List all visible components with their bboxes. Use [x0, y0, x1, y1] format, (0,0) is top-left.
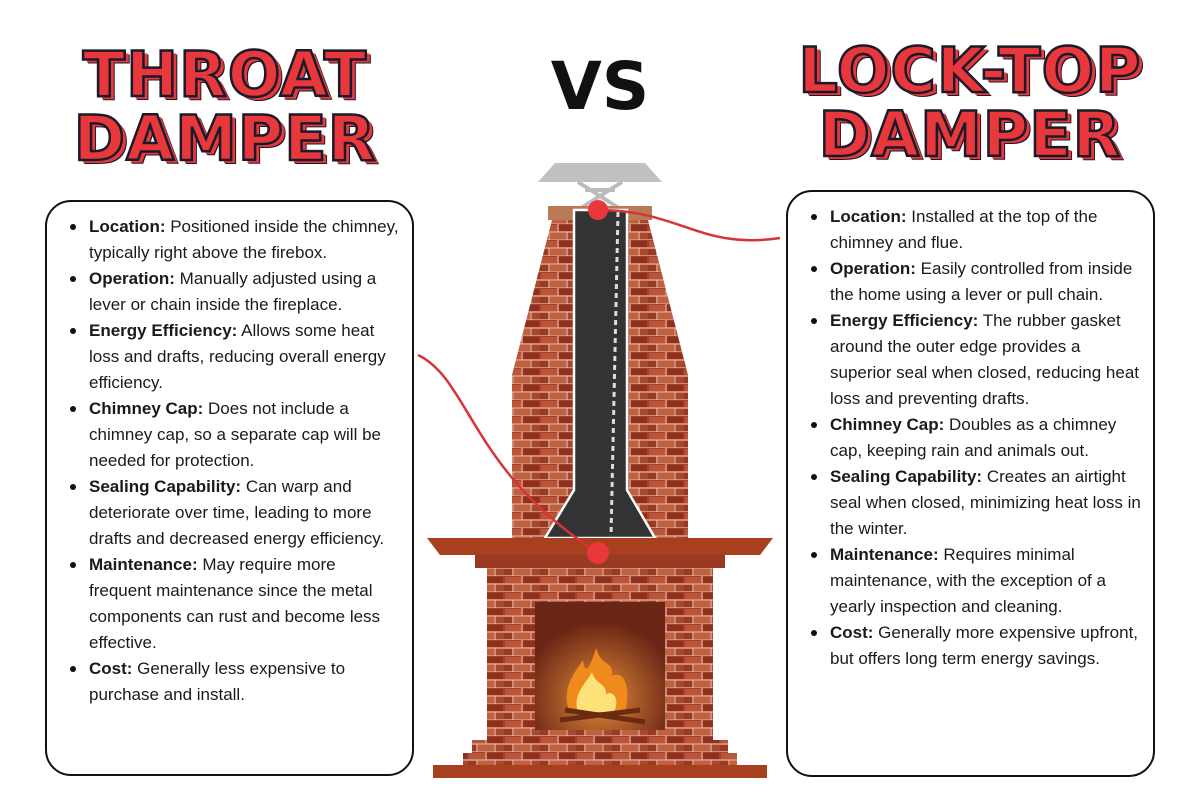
title-line: DAMPER	[72, 102, 377, 175]
pointer-line-lock-top	[597, 208, 781, 242]
list-item: Energy Efficiency: Allows some heat loss…	[67, 318, 402, 396]
lock-top-damper-details: Location: Installed at the top of the ch…	[786, 190, 1155, 777]
item-label: Sealing Capability:	[89, 477, 242, 496]
item-text: Easily controlled from inside the home u…	[830, 259, 1133, 304]
item-text: Generally more expensive upfront, but of…	[830, 623, 1139, 668]
item-label: Maintenance:	[89, 555, 198, 574]
item-text: Requires minimal maintenance, with the e…	[830, 545, 1106, 616]
item-label: Energy Efficiency:	[89, 321, 238, 340]
item-text: Allows some heat loss and drafts, reduci…	[89, 321, 386, 392]
list-item: Operation: Easily controlled from inside…	[808, 256, 1143, 308]
throat-damper-title: THROAT DAMPER	[40, 38, 410, 175]
item-label: Sealing Capability:	[830, 467, 983, 486]
list-item: Energy Efficiency: The rubber gasket aro…	[808, 308, 1143, 412]
throat-damper-details: Location: Positioned inside the chimney,…	[45, 200, 414, 776]
item-text: Creates an airtight seal when closed, mi…	[830, 467, 1141, 538]
title-line: DAMPER	[817, 98, 1122, 171]
item-text: Installed at the top of the chimney and …	[830, 207, 1098, 252]
list-item: Chimney Cap: Does not include a chimney …	[67, 396, 402, 474]
throat-marker	[587, 542, 609, 564]
item-label: Operation:	[830, 259, 916, 278]
item-text: Does not include a chimney cap, so a sep…	[89, 399, 381, 470]
pointer-line-throat	[417, 353, 599, 555]
item-text: The rubber gasket around the outer edge …	[830, 311, 1140, 408]
item-label: Location:	[830, 207, 907, 226]
list-item: Maintenance: Requires minimal maintenanc…	[808, 542, 1143, 620]
item-text: Generally less expensive to purchase and…	[89, 659, 346, 704]
item-label: Maintenance:	[830, 545, 939, 564]
list-item: Location: Positioned inside the chimney,…	[67, 214, 402, 266]
fire-icon	[559, 648, 646, 725]
lock-top-damper-title: LOCK-TOP DAMPER	[780, 34, 1160, 171]
chimney-cap-icon	[538, 163, 662, 182]
list-item: Operation: Manually adjusted using a lev…	[67, 266, 402, 318]
list-item: Sealing Capability: Can warp and deterio…	[67, 474, 402, 552]
list-item: Location: Installed at the top of the ch…	[808, 204, 1143, 256]
list-item: Cost: Generally less expensive to purcha…	[67, 656, 402, 708]
item-text: Doubles as a chimney cap, keeping rain a…	[830, 415, 1117, 460]
item-text: Manually adjusted using a lever or chain…	[89, 269, 377, 314]
list-item: Sealing Capability: Creates an airtight …	[808, 464, 1143, 542]
item-label: Location:	[89, 217, 166, 236]
item-label: Operation:	[89, 269, 175, 288]
vs-label: VS	[550, 48, 650, 125]
list-item: Cost: Generally more expensive upfront, …	[808, 620, 1143, 672]
item-label: Cost:	[830, 623, 874, 642]
item-label: Energy Efficiency:	[830, 311, 979, 330]
item-label: Chimney Cap:	[830, 415, 945, 434]
item-text: Can warp and deteriorate over time, lead…	[89, 477, 385, 548]
title-line: THROAT	[82, 38, 368, 111]
list-item: Maintenance: May require more frequent m…	[67, 552, 402, 656]
lock-top-marker	[588, 200, 608, 220]
item-label: Cost:	[89, 659, 133, 678]
item-label: Chimney Cap:	[89, 399, 204, 418]
item-text: Positioned inside the chimney, typically…	[89, 217, 399, 262]
item-text: May require more frequent maintenance si…	[89, 555, 381, 652]
list-item: Chimney Cap: Doubles as a chimney cap, k…	[808, 412, 1143, 464]
title-line: LOCK-TOP	[797, 34, 1142, 107]
